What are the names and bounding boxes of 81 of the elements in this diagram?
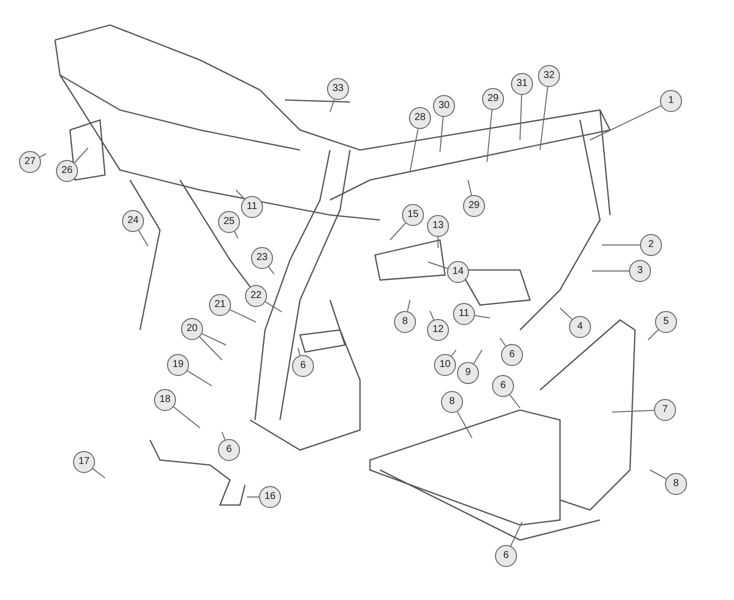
leader-line [390,222,406,240]
leader-line [486,109,492,162]
callout-number: 23 [251,247,273,269]
leader-line [456,411,472,438]
callout-number: 16 [259,486,281,508]
leader-line [428,262,448,270]
leader-line [222,432,226,440]
callout-number: 26 [56,160,78,182]
callout-number: 6 [495,545,517,567]
leader-line [406,300,410,312]
callout-number: 17 [73,451,95,473]
leader-line [234,231,238,238]
callout-number: 32 [538,65,560,87]
callout-number: 14 [447,261,469,283]
leader-line [560,308,573,320]
callout-number: 1 [660,90,682,112]
leader-line [602,244,640,246]
leader-line [330,98,335,112]
leader-line [264,301,282,312]
callout-number: 30 [433,95,455,117]
leader-line [612,410,654,412]
callout-number: 25 [218,211,240,233]
callout-number: 11 [241,196,263,218]
leader-line [500,338,506,347]
leader-line [430,310,434,320]
leader-line [468,180,472,196]
leader-line [540,86,548,150]
callout-number: 6 [218,439,240,461]
callout-number: 29 [463,195,485,217]
callout-number: 21 [209,294,231,316]
callout-number: 24 [122,210,144,232]
leader-line [510,522,522,547]
leader-line [451,350,456,357]
callout-number: 4 [569,316,591,338]
callout-number: 6 [501,344,523,366]
leader-line [650,470,667,480]
callout-number: 6 [292,355,314,377]
callout-number: 22 [245,285,267,307]
leader-line [509,394,520,408]
leader-line [473,350,482,364]
callout-number: 20 [181,318,203,340]
callout-number: 9 [457,362,479,384]
callout-number: 28 [409,107,431,129]
callout-number: 5 [655,311,677,333]
leader-line [590,105,662,140]
leader-line [474,315,490,318]
leader-line [173,406,200,428]
leader-line [246,496,260,498]
callout-number: 2 [640,234,662,256]
callout-number: 33 [327,78,349,100]
callout-number: 6 [492,375,514,397]
leader-line [74,148,88,164]
callout-number: 15 [402,204,424,226]
callout-number: 7 [654,399,676,421]
leader-line [138,230,148,246]
callout-number: 18 [154,389,176,411]
callout-number: 8 [441,391,463,413]
leader-line [268,266,274,274]
callout-number: 11 [453,303,475,325]
leader-line [520,94,522,140]
callout-number: 3 [629,260,651,282]
callout-number: 10 [434,354,456,376]
leader-line [410,128,418,172]
leader-line [592,270,630,272]
leader-line [199,336,222,360]
callout-number: 19 [167,354,189,376]
callout-number: 31 [511,73,533,95]
leader-line [186,370,212,386]
leader-line [298,348,301,356]
callout-number: 12 [427,319,449,341]
leader-line [92,468,106,478]
leader-line [440,116,444,152]
leader-line [201,333,226,346]
callout-number: 27 [19,151,41,173]
callout-number: 8 [665,473,687,495]
leader-line [229,309,256,322]
callout-number: 29 [482,88,504,110]
leader-line [236,190,245,200]
callout-number: 13 [427,215,449,237]
callout-number: 8 [394,311,416,333]
leader-line [648,329,659,340]
